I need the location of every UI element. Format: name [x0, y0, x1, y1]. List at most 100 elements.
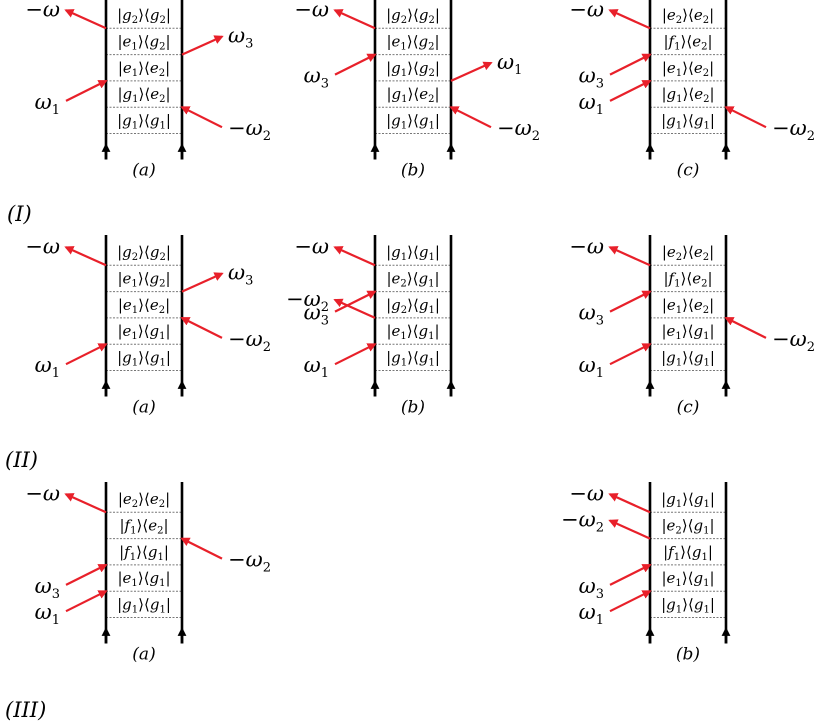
density-matrix-element: |g2⟩⟨g1| — [386, 296, 440, 316]
density-matrix-element: |g1⟩⟨g1| — [117, 595, 171, 615]
frequency-label: −ω — [25, 481, 60, 505]
density-matrix-element: |g1⟩⟨e2| — [117, 85, 170, 105]
absorption-arrow — [609, 53, 652, 76]
emission-arrow — [333, 298, 376, 319]
absorption-arrow — [180, 537, 223, 560]
frequency-label: −ω — [569, 0, 604, 21]
density-matrix-element: |f1⟩⟨e2| — [663, 32, 712, 52]
frequency-label: −ω2 — [561, 508, 604, 536]
frequency-label: −ω — [294, 0, 329, 21]
emission-arrow — [181, 272, 224, 293]
absorption-arrow — [65, 79, 108, 102]
frequency-label: −ω — [25, 234, 60, 258]
diagram-sublabel: (a) — [132, 161, 155, 181]
group-label: (III) — [5, 698, 46, 722]
diagram: |g2⟩⟨g2||e1⟩⟨g2||e1⟩⟨e2||g1⟩⟨e2||g1⟩⟨g1|… — [25, 0, 271, 181]
absorption-arrow — [609, 563, 652, 586]
absorption-arrow — [609, 79, 652, 102]
frequency-label: −ω — [294, 234, 329, 258]
absorption-arrow — [180, 316, 223, 339]
frequency-label: ω1 — [35, 353, 60, 381]
frequency-label: −ω — [569, 481, 604, 505]
density-matrix-element: |g1⟩⟨g1| — [661, 348, 715, 368]
frequency-label: −ω — [25, 0, 60, 21]
density-matrix-element: |g1⟩⟨g1| — [386, 111, 440, 131]
emission-arrow — [450, 61, 493, 82]
diagram: |g2⟩⟨g2||e1⟩⟨g2||e1⟩⟨e2||e1⟩⟨g1||g1⟩⟨g1|… — [25, 234, 271, 417]
density-matrix-element: |e1⟩⟨g2| — [386, 32, 439, 52]
frequency-label: ω1 — [304, 353, 329, 381]
frequency-label: ω1 — [579, 90, 604, 118]
frequency-label: ω1 — [497, 50, 522, 78]
absorption-arrow — [334, 343, 377, 366]
absorption-arrow — [724, 316, 767, 339]
density-matrix-element: |e1⟩⟨g1| — [661, 569, 714, 589]
frequency-label: ω1 — [35, 600, 60, 628]
frequency-label: −ω2 — [228, 116, 271, 144]
emission-arrow — [333, 9, 376, 30]
density-matrix-element: |e1⟩⟨e2| — [662, 59, 714, 79]
density-matrix-element: |g2⟩⟨g2| — [117, 6, 171, 26]
group-label: (II) — [5, 448, 38, 472]
frequency-label: −ω2 — [286, 287, 329, 315]
frequency-label: −ω2 — [228, 548, 271, 576]
density-matrix-element: |g1⟩⟨g2| — [386, 59, 440, 79]
frequency-label: ω3 — [579, 301, 604, 329]
density-matrix-element: |g1⟩⟨g1| — [661, 490, 715, 510]
frequency-label: ω3 — [304, 64, 329, 92]
emission-arrow — [333, 246, 376, 267]
frequency-label: ω3 — [228, 261, 253, 289]
diagram-layer: (I) |g2⟩⟨g2| |e1⟩⟨g2| |e1⟩⟨e2| |g1⟩⟨e2| |g1⟩⟨… — [5, 0, 815, 722]
absorption-arrow — [65, 343, 108, 366]
density-matrix-element: |e1⟩⟨g1| — [117, 322, 170, 342]
diagram-sublabel: (a) — [132, 645, 155, 665]
frequency-label: −ω2 — [772, 116, 815, 144]
diagram: |g1⟩⟨g1||e2⟩⟨g1||f1⟩⟨g1||e1⟩⟨g1||g1⟩⟨g1|… — [561, 481, 731, 665]
diagram-sublabel: (b) — [401, 161, 425, 181]
density-matrix-element: |e1⟩⟨g2| — [117, 32, 170, 52]
density-matrix-element: |g2⟩⟨g2| — [117, 243, 171, 263]
absorption-arrow — [609, 590, 652, 613]
frequency-label: ω3 — [228, 24, 253, 52]
density-matrix-element: |e2⟩⟨g1| — [386, 269, 439, 289]
density-matrix-element: |g1⟩⟨e2| — [386, 85, 439, 105]
absorption-arrow — [609, 290, 652, 313]
diagram: |e2⟩⟨e2||f1⟩⟨e2||e1⟩⟨e2||g1⟩⟨e2||g1⟩⟨g1|… — [569, 0, 815, 181]
absorption-arrow — [724, 106, 767, 129]
density-matrix-element: |g1⟩⟨g1| — [386, 243, 440, 263]
density-matrix-element: |e2⟩⟨e2| — [118, 490, 170, 510]
frequency-label: ω3 — [579, 64, 604, 92]
density-matrix-element: |e1⟩⟨e2| — [118, 59, 170, 79]
diagram-sublabel: (b) — [676, 645, 700, 665]
emission-arrow — [608, 493, 651, 514]
density-matrix-element: |g1⟩⟨e2| — [661, 85, 714, 105]
frequency-label: −ω2 — [497, 116, 540, 144]
emission-arrow — [608, 246, 651, 267]
density-matrix-element: |g2⟩⟨g2| — [386, 6, 440, 26]
absorption-arrow — [609, 343, 652, 366]
frequency-label: ω3 — [304, 301, 329, 329]
frequency-label: ω1 — [579, 353, 604, 381]
frequency-label: ω3 — [579, 574, 604, 602]
density-matrix-element: |e2⟩⟨e2| — [662, 6, 714, 26]
diagram: |g1⟩⟨g1||e2⟩⟨g1||g2⟩⟨g1||e1⟩⟨g1||g1⟩⟨g1|… — [286, 234, 456, 418]
diagram-sublabel: (c) — [677, 398, 700, 418]
frequency-label: −ω2 — [228, 327, 271, 355]
diagram: |e2⟩⟨e2||f1⟩⟨e2||e1⟩⟨e2||e1⟩⟨g1||g1⟩⟨g1|… — [569, 234, 815, 417]
density-matrix-element: |f1⟩⟨g1| — [119, 543, 169, 563]
group-label: (I) — [7, 202, 32, 226]
density-matrix-element: |g1⟩⟨g1| — [386, 348, 440, 368]
density-matrix-element: |e1⟩⟨g1| — [117, 569, 170, 589]
density-matrix-element: |f1⟩⟨e2| — [119, 516, 168, 536]
emission-arrow — [608, 9, 651, 30]
emission-arrow — [64, 246, 107, 267]
frequency-label: −ω2 — [772, 327, 815, 355]
diagram-sublabel: (b) — [401, 398, 425, 418]
density-matrix-element: |e2⟩⟨g1| — [661, 516, 714, 536]
emission-arrow — [608, 519, 651, 540]
density-matrix-element: |f1⟩⟨e2| — [663, 269, 712, 289]
density-matrix-element: |e1⟩⟨g2| — [117, 269, 170, 289]
density-matrix-element: |g1⟩⟨g1| — [117, 348, 171, 368]
density-matrix-element: |f1⟩⟨g1| — [663, 543, 713, 563]
